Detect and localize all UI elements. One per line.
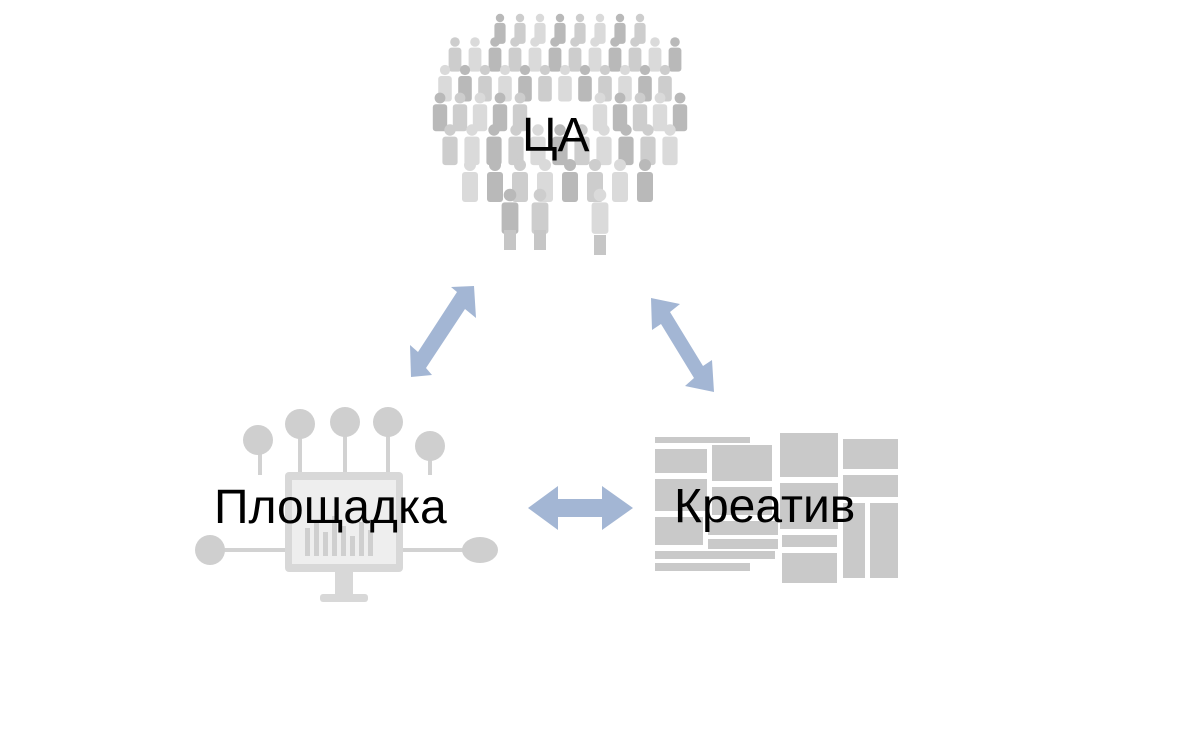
crowd-icon	[432, 13, 688, 255]
creative-label: Креатив	[674, 480, 856, 533]
arrow-audience-creative	[651, 298, 714, 392]
arrow-platform-audience	[410, 286, 476, 377]
banner-grid-icon	[655, 433, 898, 583]
creative-node: Креатив	[650, 425, 905, 590]
arrow-platform-creative	[528, 486, 633, 530]
audience-node: ЦА	[430, 0, 690, 270]
platform-label: Площадка	[214, 481, 447, 534]
social-network-monitor-icon	[195, 407, 498, 602]
audience-label: ЦА	[522, 109, 590, 162]
platform-node: Площадка	[180, 400, 500, 615]
